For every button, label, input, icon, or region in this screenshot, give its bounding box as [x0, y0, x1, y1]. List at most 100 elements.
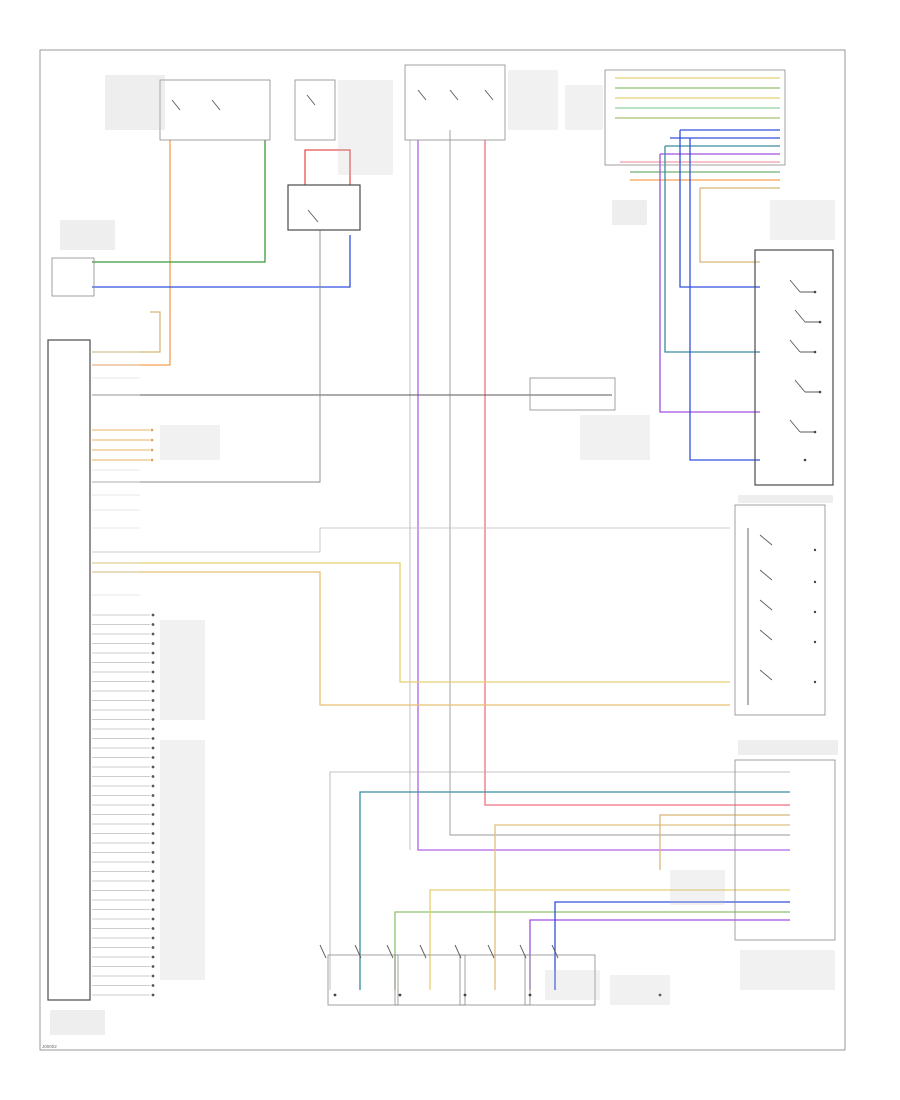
switch-contact-icon [759, 534, 773, 546]
connector-icon [813, 290, 817, 294]
connector-icon [150, 448, 154, 452]
connector-icon [151, 851, 155, 854]
wire-drop-tan [699, 188, 760, 263]
connector-icon [151, 623, 155, 626]
connector-box-topright [604, 69, 786, 166]
steering-column-module [47, 339, 91, 1001]
switch-contact-icon [354, 944, 362, 959]
connector-icon [151, 765, 155, 769]
connector-icon [813, 350, 817, 354]
wire-violet-long [417, 140, 790, 851]
wire-tan-bottom-1 [494, 824, 790, 990]
fuse-contacts [171, 89, 494, 223]
connector-icon [813, 680, 817, 684]
memory-switch-contacts [747, 528, 817, 705]
wire-blue [92, 235, 351, 288]
connector-icon [151, 955, 155, 959]
wire-yellow-2 [92, 571, 730, 706]
connector-icon [151, 946, 155, 949]
steering-adjust-switch [734, 759, 836, 941]
connector-icon [151, 898, 155, 902]
fuse-icon [211, 99, 221, 111]
steering-motor-box-1 [327, 954, 399, 1006]
connector-icon [150, 428, 154, 432]
connector-icon [151, 917, 155, 921]
switch-contact-icon [789, 279, 815, 293]
connector-icon [151, 889, 155, 892]
connector-icon [151, 670, 155, 674]
switch-contact-icon [759, 569, 773, 581]
connector-icon [151, 860, 155, 864]
connector-icon [151, 813, 155, 816]
connector-icon [803, 458, 807, 462]
connector-icon [151, 803, 155, 807]
wire-drop-blue1 [679, 130, 760, 288]
connector-icon [151, 879, 155, 883]
switch-contact-icon [551, 944, 559, 959]
connector-icon [151, 680, 155, 683]
ground-icon [398, 993, 402, 997]
connector-icon [151, 984, 155, 987]
fuse-icon [171, 99, 181, 111]
steering-motor-switches [319, 944, 662, 997]
wire-red-relay [304, 149, 351, 185]
switch-contact-icon [759, 599, 773, 611]
switch-contact-icon [759, 669, 773, 681]
connector-icon [150, 458, 154, 462]
connector-icon [151, 727, 155, 731]
connector-icon [151, 974, 155, 978]
ground-icon [463, 993, 467, 997]
switch-contact-icon [789, 339, 815, 353]
module-pin-rows [92, 351, 155, 997]
connector-icon [151, 699, 155, 702]
connector-icon [151, 689, 155, 693]
connector-icon [813, 430, 817, 434]
wire-tan-bottom-2 [659, 814, 790, 870]
switch-contact-icon [319, 944, 327, 959]
diagram-frame [39, 49, 846, 1051]
seat-switch-contacts [789, 279, 822, 462]
connector-icon [818, 390, 822, 394]
switch-contact-icon [386, 944, 394, 959]
wire-pink-long [484, 140, 790, 806]
connector-icon [151, 832, 155, 835]
steering-motor-box-2 [394, 954, 466, 1006]
connector-icon [813, 640, 817, 644]
ground-icon [333, 993, 337, 997]
connector-icon [151, 870, 155, 873]
fuse-icon [449, 89, 459, 101]
connector-icon [151, 927, 155, 930]
connector-icon [151, 708, 155, 712]
connector-icon [813, 610, 817, 614]
memory-switch-module [734, 504, 826, 716]
connector-icon [151, 613, 155, 617]
connector-icon [151, 746, 155, 750]
connector-icon [151, 965, 155, 968]
wire-teal-bottom [359, 791, 790, 990]
steering-motor-box-3 [459, 954, 531, 1006]
wire-yellow-1 [92, 562, 730, 683]
switch-contact-icon [419, 944, 427, 959]
connector-icon [151, 784, 155, 788]
fuse-icon [484, 89, 494, 101]
wire-gray-bottom [329, 771, 790, 990]
wire-gray-memory [92, 527, 730, 553]
connector-icon [151, 642, 155, 645]
diagram-code-label: J00002 [42, 1044, 57, 1049]
switch-contact-icon [454, 944, 462, 959]
wire-yellow-bottom [429, 889, 790, 990]
connector-icon [151, 737, 155, 740]
connector-icon [151, 841, 155, 845]
connector-icon [151, 936, 155, 940]
wire-drop-blue2 [689, 138, 760, 461]
wire-drop-violet [659, 154, 760, 413]
wire-tan-connector [92, 311, 161, 353]
switch-contact-icon [789, 419, 815, 433]
steering-motor-box-4 [524, 954, 596, 1006]
fuse-icon [306, 94, 316, 106]
wire-drop-teal [664, 146, 760, 353]
connector-icon [151, 661, 155, 664]
wire-blue-bottom [554, 901, 790, 990]
wire-green [92, 140, 266, 263]
